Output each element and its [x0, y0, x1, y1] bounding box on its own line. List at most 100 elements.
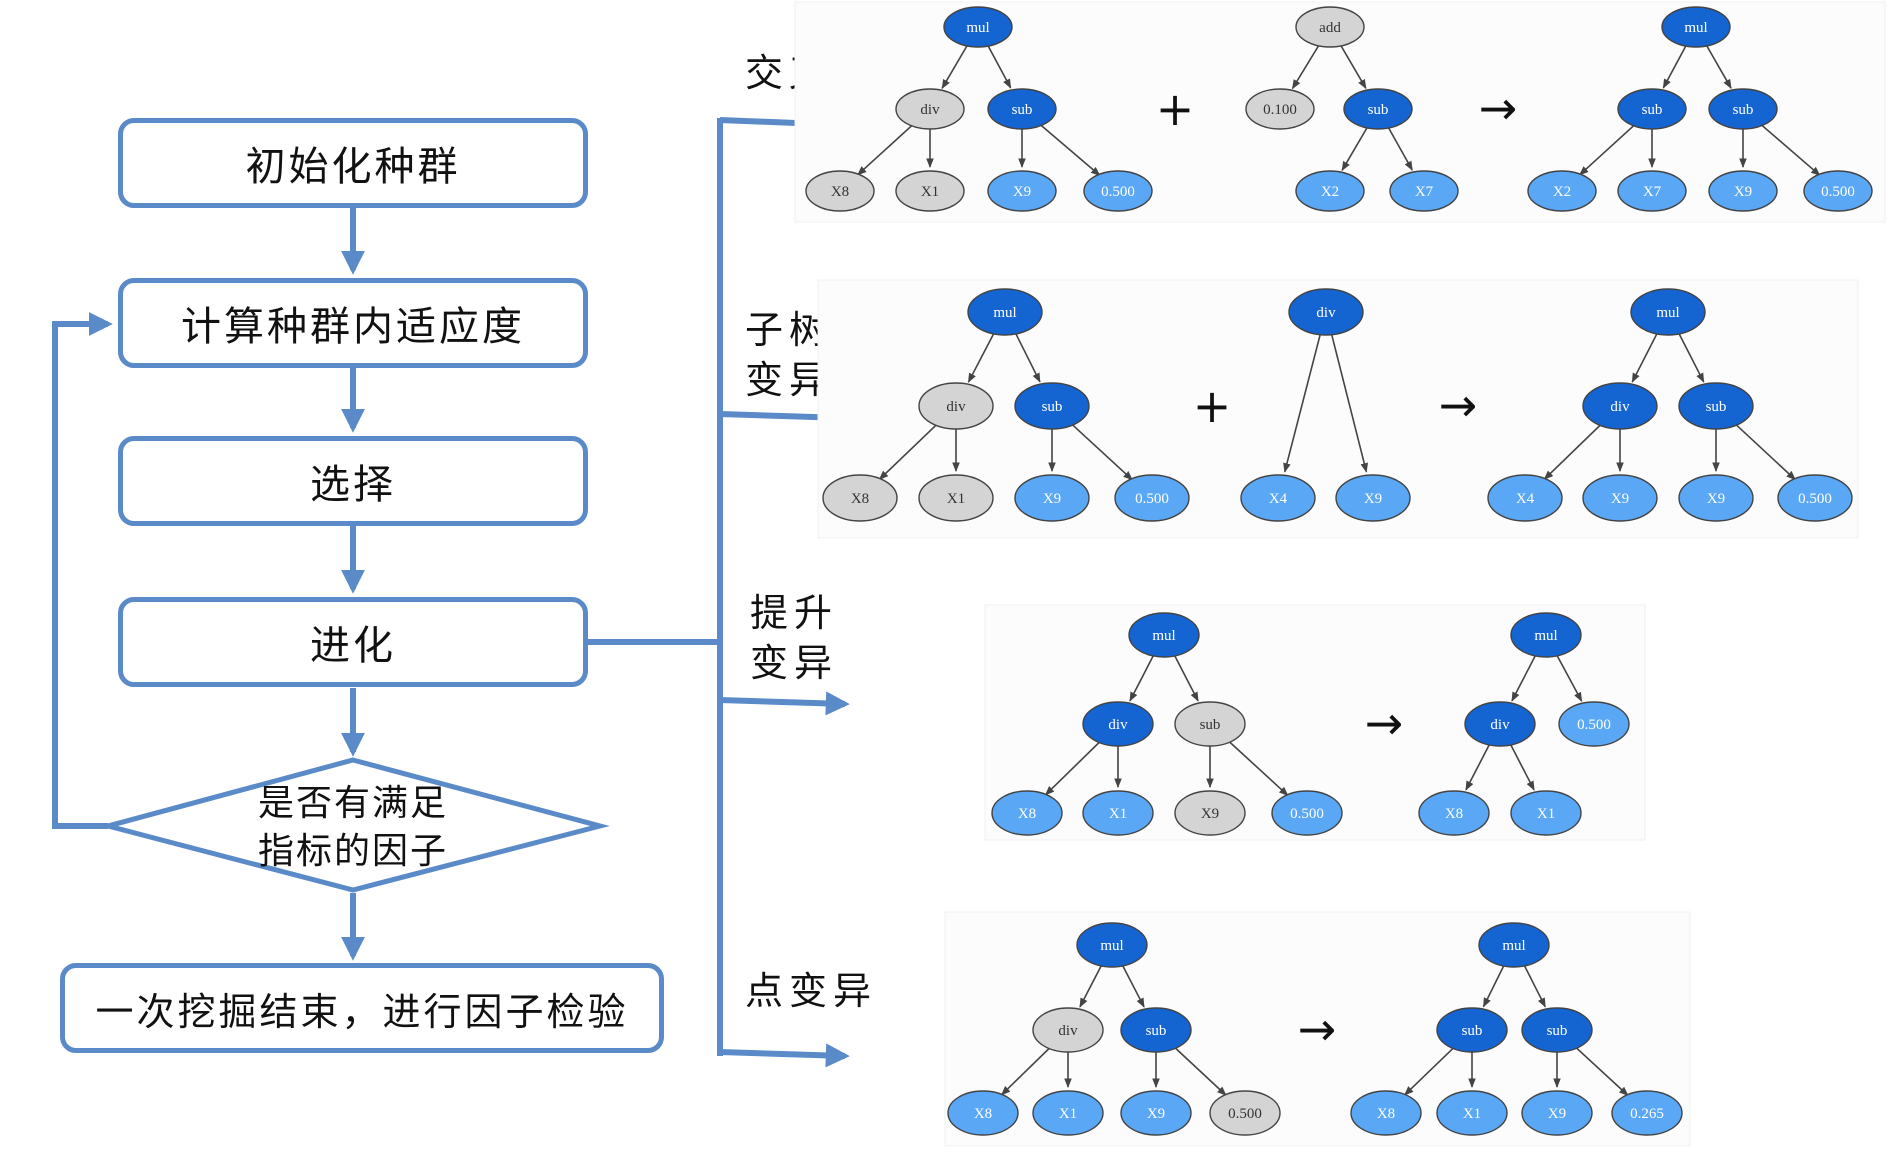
- tree-node-label: mul: [1152, 628, 1175, 644]
- tree-node-label: X9: [1611, 491, 1629, 507]
- tree-node-label: X9: [1201, 806, 1219, 822]
- tree-node-sub: sub: [1174, 701, 1246, 747]
- op-label-point-line-1: 点变异: [745, 969, 878, 1013]
- tree-node-div: div: [895, 88, 965, 130]
- tree-edge: [1121, 964, 1145, 1008]
- tree-node-label: mul: [1656, 305, 1679, 321]
- tree-node-label: mul: [1502, 938, 1525, 954]
- tree-edge: [1511, 654, 1537, 702]
- tree-node-label: X1: [947, 491, 965, 507]
- tree-edges: [857, 43, 1821, 1097]
- decision-line-2: 指标的因子: [257, 831, 448, 872]
- tree-node-label: X1: [1537, 806, 1555, 822]
- tree-node-mul: mul: [943, 6, 1013, 48]
- tree-edge: [1543, 421, 1605, 480]
- tree-node-label: sub: [1042, 399, 1063, 415]
- tree-node-label: sub: [1146, 1023, 1167, 1039]
- tree-node-0_100: 0.100: [1245, 88, 1315, 130]
- tree-edge: [1129, 654, 1155, 702]
- tree-node-mul: mul: [1661, 6, 1731, 48]
- tree-edge: [1283, 334, 1322, 473]
- arrow-symbol: →: [1479, 81, 1518, 135]
- tree-node-X1: X1: [1082, 790, 1154, 836]
- tree-node-label: X9: [1707, 491, 1725, 507]
- tree-node-label: add: [1319, 20, 1341, 36]
- tree-node-label: X8: [974, 1106, 992, 1122]
- tree-node-label: X8: [1377, 1106, 1395, 1122]
- tree-node-label: X8: [1445, 806, 1463, 822]
- decision-line-1: 是否有满足: [257, 783, 448, 824]
- tree-edge: [1341, 125, 1369, 172]
- tree-node-label: mul: [1100, 938, 1123, 954]
- tree-node-label: sub: [1368, 102, 1389, 118]
- tree-node-0_500: 0.500: [1114, 474, 1190, 522]
- branch-arrow-point: [719, 1043, 850, 1068]
- tree-edge: [1757, 121, 1821, 176]
- tree-node-mul: mul: [1478, 922, 1550, 968]
- tree-edge: [1579, 121, 1638, 176]
- tree-node-X9: X9: [1014, 474, 1090, 522]
- step-evolution: 进化: [118, 597, 588, 687]
- tree-node-div: div: [1032, 1007, 1104, 1053]
- tree-node-label: sub: [1200, 717, 1221, 733]
- tree-node-label: X2: [1321, 184, 1339, 200]
- tree-node-label: div: [1108, 717, 1128, 733]
- arrow-symbol: →: [1439, 378, 1478, 432]
- tree-node-label: 0.500: [1228, 1106, 1262, 1122]
- tree-edge: [1482, 964, 1505, 1008]
- tree-node-label: mul: [993, 305, 1016, 321]
- tree-node-X9: X9: [1521, 1090, 1593, 1136]
- tree-node-mul: mul: [1128, 612, 1200, 658]
- tree-node-label: 0.100: [1263, 102, 1297, 118]
- tree-node-X9: X9: [1120, 1090, 1192, 1136]
- tree-node-label: mul: [1684, 20, 1707, 36]
- tree-node-label: 0.265: [1630, 1106, 1664, 1122]
- tree-node-X1: X1: [895, 170, 965, 212]
- tree-node-div: div: [1582, 382, 1658, 430]
- step-end-mining: 一次挖掘结束，进行因子检验: [60, 963, 664, 1053]
- tree-node-sub: sub: [1617, 88, 1687, 130]
- tree-node-label: div: [1316, 305, 1336, 321]
- tree-node-label: sub: [1733, 102, 1754, 118]
- tree-node-X8: X8: [947, 1090, 1019, 1136]
- tree-node-label: sub: [1642, 102, 1663, 118]
- tree-edge: [1171, 1044, 1227, 1096]
- tree-node-label: X1: [1059, 1106, 1077, 1122]
- tree-node-label: X8: [1018, 806, 1036, 822]
- tree-node-X4: X4: [1487, 474, 1563, 522]
- tree-node-label: X1: [1463, 1106, 1481, 1122]
- tree-node-label: sub: [1012, 102, 1033, 118]
- tree-node-mul: mul: [1630, 288, 1706, 336]
- tree-node-label: 0.500: [1821, 184, 1855, 200]
- tree-edge: [1509, 743, 1535, 791]
- tree-node-X1: X1: [1510, 790, 1582, 836]
- tree-node-0_500: 0.500: [1558, 701, 1630, 747]
- tree-node-sub: sub: [1120, 1007, 1192, 1053]
- op-label-subtree-line-1: 子树: [745, 308, 834, 352]
- tree-node-label: div: [946, 399, 966, 415]
- tree-node-0_265: 0.265: [1611, 1090, 1683, 1136]
- tree-node-div: div: [1464, 701, 1536, 747]
- tree-node-label: 0.500: [1101, 184, 1135, 200]
- tree-node-label: mul: [1534, 628, 1557, 644]
- tree-node-X7: X7: [1617, 170, 1687, 212]
- tree-edge: [967, 332, 996, 383]
- tree-node-label: X8: [831, 184, 849, 200]
- tree-edge: [1079, 964, 1103, 1008]
- tree-edge: [1631, 332, 1659, 383]
- tree-node-label: X8: [851, 491, 869, 507]
- tree-edge: [1523, 964, 1546, 1008]
- tree-node-sub: sub: [1436, 1007, 1508, 1053]
- tree-node-0_500: 0.500: [1803, 170, 1873, 212]
- tree-node-div: div: [1288, 288, 1364, 336]
- plus-symbol: +: [1156, 82, 1195, 136]
- tree-node-X9: X9: [987, 170, 1057, 212]
- tree-node-label: div: [920, 102, 940, 118]
- tree-edge: [1330, 334, 1368, 473]
- tree-node-label: 0.500: [1798, 491, 1832, 507]
- tree-edge: [1014, 332, 1041, 383]
- tree-node-X7: X7: [1389, 170, 1459, 212]
- tree-node-sub: sub: [1708, 88, 1778, 130]
- tree-node-X9: X9: [1708, 170, 1778, 212]
